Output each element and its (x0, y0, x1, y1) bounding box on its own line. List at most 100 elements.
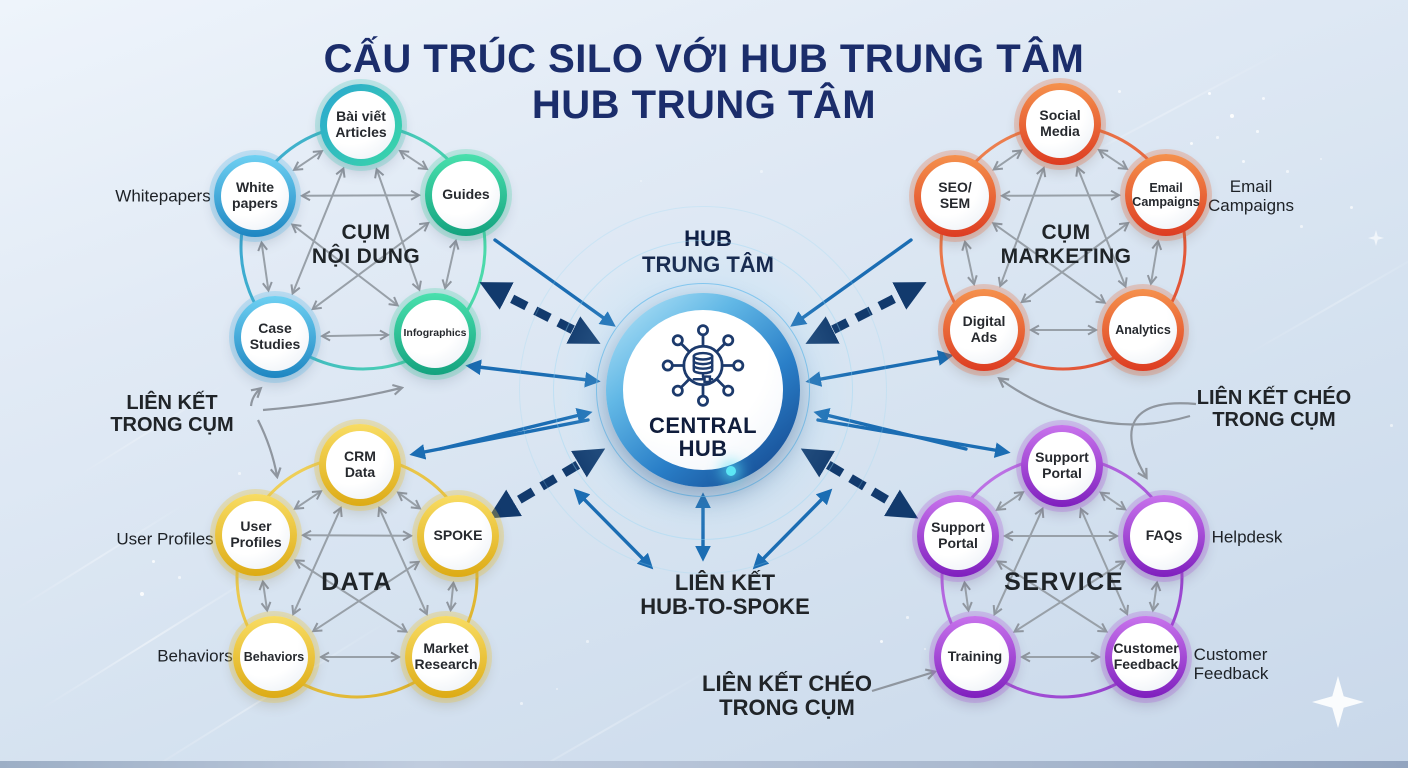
annotation-intra-cluster-links: LIÊN KẾT TRONG CỤM (110, 392, 233, 436)
cluster-edge (1151, 242, 1158, 282)
spoke-node-label: Bài viết (336, 108, 386, 125)
cluster-title-data: DATA (321, 569, 393, 595)
background-dot (760, 170, 763, 173)
spoke-node-label: Portal (938, 535, 978, 551)
background-dot (152, 560, 155, 563)
spoke-node-content-1: Guides (425, 154, 507, 236)
spoke-node-label: Support (931, 519, 985, 536)
annotation-line: TRONG CỤM (1212, 409, 1336, 431)
ext-label-text: Email (1229, 177, 1273, 196)
annotation-hub-to-spoke-links: LIÊN KẾT HUB-TO-SPOKE (640, 571, 810, 619)
spoke-node-label: Media (1040, 123, 1080, 139)
ext-label-email-campaigns: Email Campaigns (1208, 177, 1294, 215)
spoke-node-content-2: Infographics (394, 293, 476, 375)
spoke-node-face: FAQs (1130, 502, 1198, 570)
cluster-edge (1003, 195, 1118, 196)
spoke-node-label: Studies (249, 336, 301, 352)
spoke-node-data-3: Behaviors (233, 616, 315, 698)
cluster-title-line: DATA (321, 568, 393, 596)
cluster-title-line: NỘI DUNG (311, 245, 421, 268)
background-dot (1230, 114, 1234, 118)
ext-label-text: Campaigns (1208, 196, 1294, 215)
annotation-cross-links-right: LIÊN KẾT CHÉO TRONG CỤM (1197, 387, 1351, 431)
ext-label-text: Feedback (1193, 664, 1269, 683)
background-dot (520, 702, 523, 705)
spoke-node-label: White (235, 179, 275, 196)
cluster-edge (323, 335, 387, 336)
background-dot (140, 592, 144, 596)
cluster-edge (1153, 584, 1157, 610)
background-dot (1320, 158, 1322, 160)
glow-dot (726, 466, 736, 476)
annotation-line: LIÊN KẾT CHÉO (702, 671, 872, 696)
cluster-edge (1081, 510, 1126, 613)
spoke-node-face: Guides (432, 161, 500, 229)
cluster-title-service: SERVICE (1004, 569, 1124, 595)
background-dot (556, 688, 558, 690)
cluster-title-line: SERVICE (1004, 568, 1124, 596)
annotation-line: LIÊN KẾT (674, 570, 776, 595)
spoke-node-label: Analytics (1115, 323, 1171, 337)
spoke-node-label: Behaviors (243, 650, 305, 664)
spoke-node-face: Analytics (1109, 296, 1177, 364)
bottom-edge-strip (0, 761, 1408, 768)
spoke-node-label: Feedback (1113, 656, 1179, 672)
spoke-node-label: FAQs (1145, 527, 1183, 544)
spoke-node-face: Training (941, 623, 1009, 691)
spoke-node-label: Infographics (403, 327, 467, 340)
cluster-edge (295, 152, 321, 170)
page-title: CẤU TRÚC SILO VỚI HUB TRUNG TÂM HUB TRUN… (0, 36, 1408, 128)
hub-network-icon (661, 323, 745, 407)
cluster-edge (296, 492, 320, 508)
page-title-line1: CẤU TRÚC SILO VỚI HUB TRUNG TÂM (323, 37, 1085, 81)
hub-center-label-line: CENTRAL (649, 412, 757, 438)
background-dot (1216, 136, 1219, 139)
spoke-node-label: Profiles (230, 534, 282, 550)
spoke-node-label: Ads (970, 329, 998, 345)
cluster-title-line: MARKETING (1000, 245, 1132, 268)
annotation-line: LIÊN KẾT (126, 392, 218, 414)
cluster-edge (296, 561, 405, 631)
spoke-node-label: User (240, 518, 272, 535)
page-title-line2: HUB TRUNG TÂM (531, 83, 877, 127)
cluster-edge (995, 510, 1042, 614)
background-dot (640, 180, 642, 182)
ext-label-behaviors: Behaviors (157, 647, 233, 666)
spoke-node-data-1: SPOKE (417, 495, 499, 577)
spoke-node-label: Social (1039, 107, 1081, 124)
spoke-node-label: SEM (939, 195, 971, 211)
spoke-node-label: Research (414, 656, 478, 672)
spoke-node-label: papers (232, 195, 278, 211)
cluster-edge (401, 152, 426, 169)
annotation-line: TRONG CỤM (719, 695, 855, 720)
cluster-edge (451, 584, 454, 609)
cluster-edge (1102, 493, 1125, 509)
ext-label-text: Customer (1193, 645, 1268, 664)
spoke-node-face: SEO/SEM (921, 162, 989, 230)
spoke-node-label: Support (1035, 449, 1089, 466)
spoke-node-service-3: Training (934, 616, 1016, 698)
background-dot (178, 576, 181, 579)
background-dot (1190, 142, 1193, 145)
annotation-cross-links-bottom: LIÊN KẾT CHÉO TRONG CỤM (702, 672, 872, 720)
ext-label-whitepapers: Whitepapers (115, 187, 210, 206)
spoke-node-label: Portal (1042, 465, 1082, 481)
spoke-node-face: Infographics (401, 300, 469, 368)
